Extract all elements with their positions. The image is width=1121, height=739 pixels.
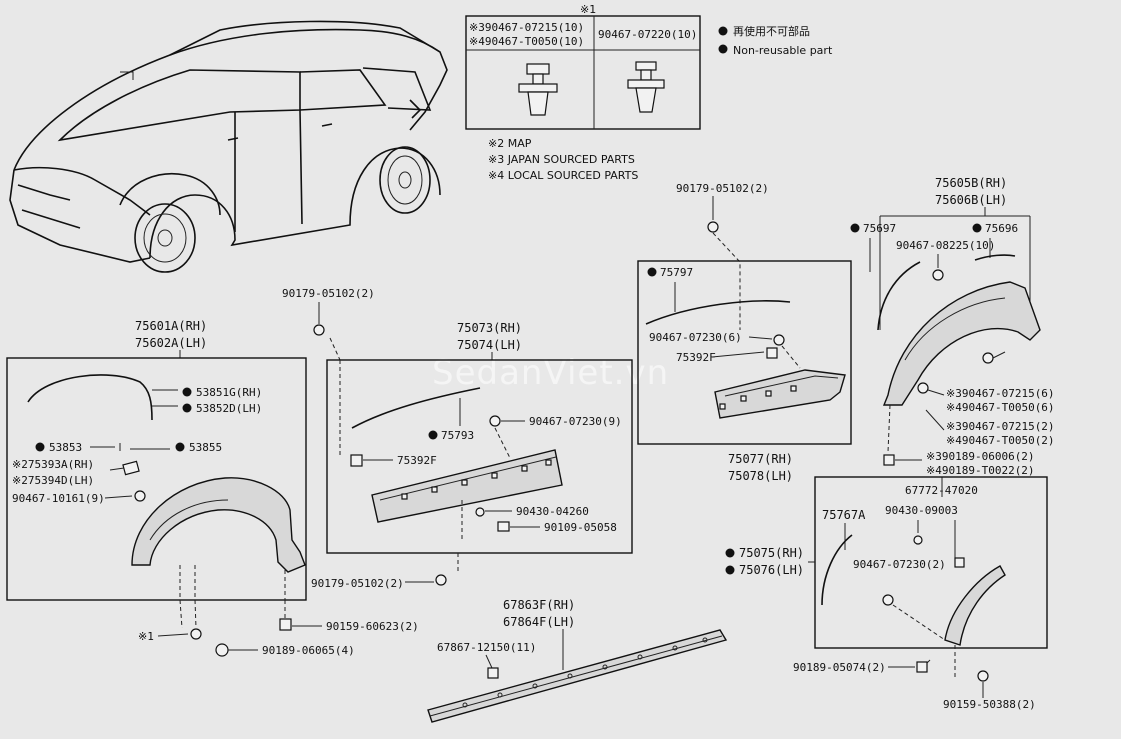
label-75697: 75697 [863, 222, 896, 235]
label-90179-top-mid: 90179-05102(2) [676, 182, 769, 195]
label-75392F-left: 75392F [397, 454, 437, 467]
label-p1: ※1 [138, 630, 154, 643]
legend-col2: 90467-07220(10) [598, 28, 697, 41]
label-90109-05058: 90109-05058 [544, 521, 617, 534]
note-japan: ※3 JAPAN SOURCED PARTS [488, 153, 635, 166]
non-reusable-jp: 再使用不可部品 [733, 24, 810, 38]
clip-b-icon [627, 61, 665, 113]
label-53852D: 53852D(LH) [196, 402, 262, 415]
label-90430-09003: 90430-09003 [885, 504, 958, 517]
vehicle-illustration [9, 20, 448, 273]
label-67772-47020: 67772-47020 [905, 484, 978, 497]
panel-holes-left [401, 459, 552, 500]
label-67863F: 67863F(RH) [503, 598, 575, 612]
clip-legend-table: ※1 ※390467-07215(10) ※490467-T0050(10) 9… [465, 3, 833, 182]
legend-col1-line2: ※490467-T0050(10) [469, 35, 584, 48]
label-90467-10161: 90467-10161(9) [12, 492, 105, 505]
label-75606B: 75606B(LH) [935, 193, 1007, 207]
label-67867-12150: 67867-12150(11) [437, 641, 536, 654]
label-90179-top-left: 90179-05102(2) [282, 287, 375, 300]
non-reusable-dot-en [718, 44, 728, 54]
group-left-fasteners: ※1 90159-60623(2) 90189-06065(4) [138, 599, 419, 657]
label-75076: 75076(LH) [739, 563, 804, 577]
label-75696: 75696 [985, 222, 1018, 235]
label-67864F: 67864F(LH) [503, 615, 575, 629]
label-90467-07230-6: 90467-07230(6) [649, 331, 742, 344]
group-door-moulding-front: 90179-05102(2) 75073(RH) 75074(LH) 75793… [282, 287, 633, 590]
label-275394D: ※275394D(LH) [12, 474, 94, 487]
non-reusable-en: Non-reusable part [733, 44, 833, 57]
label-53855: 53855 [189, 441, 222, 454]
group-wheel-arch-rear: 75605B(RH) 75606B(LH) 75697 75696 90467-… [850, 176, 1055, 477]
label-53853: 53853 [49, 441, 82, 454]
group-rocker-moulding: 67863F(RH) 67864F(LH) 67867-12150(11) [427, 598, 728, 723]
label-75073: 75073(RH) [457, 321, 522, 335]
label-90179-bottom: 90179-05102(2) [311, 577, 404, 590]
label-90467-07230-2: 90467-07230(2) [853, 558, 946, 571]
label-90430-04260: 90430-04260 [516, 505, 589, 518]
label-390467-07215-2: ※390467-07215(2) [946, 420, 1055, 433]
label-75601A: 75601A(RH) [135, 319, 207, 333]
label-90159-50388: 90159-50388(2) [943, 698, 1036, 711]
label-75605B: 75605B(RH) [935, 176, 1007, 190]
label-90189-05074: 90189-05074(2) [793, 661, 886, 674]
panel-holes-mid [719, 385, 797, 410]
label-75077: 75077(RH) [728, 452, 793, 466]
label-490467-T0050-2: ※490467-T0050(2) [946, 434, 1055, 447]
label-75793: 75793 [441, 429, 474, 442]
label-75602A: 75602A(LH) [135, 336, 207, 350]
label-490467-T0050-6: ※490467-T0050(6) [946, 401, 1055, 414]
label-390189-06006: ※390189-06006(2) [926, 450, 1035, 463]
label-75392F-mid: 75392F [676, 351, 716, 364]
label-90159-60623: 90159-60623(2) [326, 620, 419, 633]
group-wheel-arch-front: 75601A(RH) 75602A(LH) 53851G(RH) 53852D(… [6, 319, 307, 601]
label-490189-T0022: ※490189-T0022(2) [926, 464, 1035, 477]
label-75797: 75797 [660, 266, 693, 279]
label-75075: 75075(RH) [739, 546, 804, 560]
label-75078: 75078(LH) [728, 469, 793, 483]
label-90189-06065: 90189-06065(4) [262, 644, 355, 657]
group-door-moulding-rear: 90179-05102(2) 75797 90467-07230(6) 7539… [637, 182, 852, 483]
label-75074: 75074(LH) [457, 338, 522, 352]
clip-a-icon [518, 63, 558, 116]
group-rear-moulding: 67772-47020 75767A 90430-09003 75075(RH)… [725, 476, 1048, 711]
non-reusable-dot-jp [718, 26, 728, 36]
legend-marker: ※1 [580, 3, 596, 16]
label-390467-07215-6: ※390467-07215(6) [946, 387, 1055, 400]
label-53851G: 53851G(RH) [196, 386, 262, 399]
note-local: ※4 LOCAL SOURCED PARTS [488, 169, 638, 182]
label-275393A: ※275393A(RH) [12, 458, 94, 471]
label-75767A: 75767A [822, 508, 866, 522]
label-90467-08225: 90467-08225(10) [896, 239, 995, 252]
rocker-holes [462, 637, 708, 708]
label-90467-07230-9: 90467-07230(9) [529, 415, 622, 428]
note-map: ※2 MAP [488, 137, 532, 150]
legend-col1-line1: ※390467-07215(10) [469, 21, 584, 34]
watermark: SedanViet.vn [432, 353, 669, 393]
